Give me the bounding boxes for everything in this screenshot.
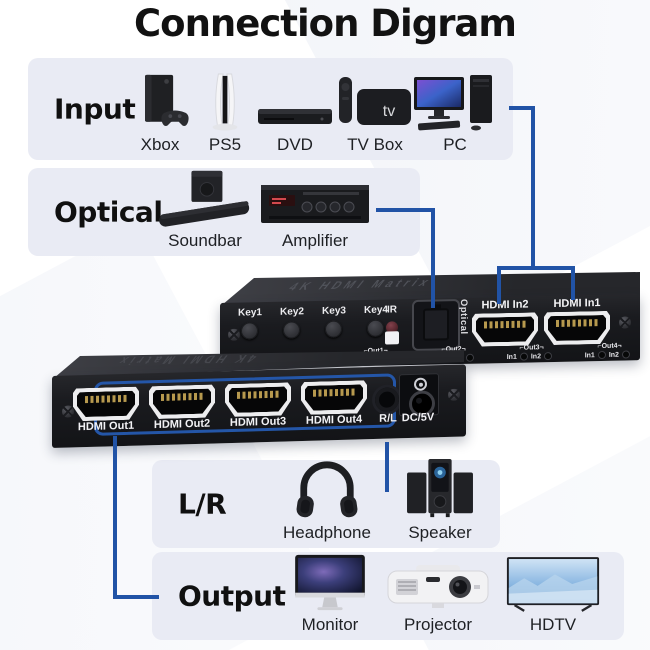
ps5-icon <box>206 72 244 133</box>
item-amplifier: Amplifier <box>259 177 371 251</box>
lr-section: L/R Headphone <box>152 457 500 548</box>
page-title: Connection Digram <box>134 2 517 45</box>
dvd-player-icon <box>256 99 334 133</box>
item-dvd: DVD <box>250 99 340 155</box>
item-caption: DVD <box>277 135 313 154</box>
xbox-icon <box>129 73 191 133</box>
hdmi-in1-label: HDMI In1 <box>553 297 601 311</box>
matrix-switch-front: 4K HDMI Matrix HDMI Out1 HDMI Out2 HDMI … <box>48 350 468 462</box>
item-caption: Soundbar <box>168 231 242 250</box>
connector-output-horizontal <box>113 595 159 599</box>
amplifier-icon <box>259 177 371 229</box>
device-top-text: 4K HDMI Matrix <box>112 351 261 367</box>
dc-power-jack <box>399 373 439 418</box>
hdmi-out4-port <box>301 380 367 415</box>
projector-icon <box>386 561 490 613</box>
item-pc: PC <box>410 73 500 155</box>
item-projector: Projector <box>386 561 490 635</box>
connector-optical-horizontal <box>376 208 435 212</box>
key1-button <box>241 322 258 340</box>
item-speaker: Speaker <box>400 457 480 543</box>
item-caption: TV Box <box>347 135 403 154</box>
key4-button <box>367 319 384 337</box>
soundbar-icon <box>155 169 255 229</box>
item-caption: PC <box>443 135 467 154</box>
tv-box-icon: tv <box>335 75 415 133</box>
hdmi-out4-label: HDMI Out4 <box>305 413 363 427</box>
hdmi-out1-port <box>73 387 139 422</box>
led-group-out4: ⌐Out4¬ In1 In2 <box>584 342 630 360</box>
pc-icon <box>414 73 496 133</box>
speaker-icon <box>401 457 479 521</box>
connector-rl-vertical <box>385 442 389 492</box>
item-caption: Xbox <box>140 135 180 154</box>
hdmi-out2-port <box>149 384 215 419</box>
in2-label: In2 <box>530 352 541 360</box>
monitor-icon <box>292 553 368 613</box>
connector-optical-vertical <box>431 208 435 308</box>
screw-icon <box>619 316 631 329</box>
hdmi-out1-label: HDMI Out1 <box>77 419 135 434</box>
led-group-out3: ⌐Out3¬ In1 In2 <box>507 344 552 361</box>
item-caption: PS5 <box>208 135 242 154</box>
hdtv-icon <box>505 555 601 613</box>
key2-button <box>283 321 300 339</box>
item-caption: Speaker <box>408 523 472 542</box>
hdmi-in2-label: HDMI In2 <box>481 298 529 312</box>
item-xbox: Xbox <box>115 73 205 155</box>
item-headphone: Headphone <box>282 459 372 543</box>
item-caption: HDTV <box>529 615 577 634</box>
screw-icon <box>228 328 240 341</box>
item-soundbar: Soundbar <box>153 169 257 251</box>
key3-label: Key3 <box>322 305 346 317</box>
item-monitor: Monitor <box>291 553 369 635</box>
optical-section: Optical Soundbar <box>28 168 420 256</box>
key1-label: Key1 <box>238 307 262 319</box>
hdmi-out2-label: HDMI Out2 <box>153 417 211 432</box>
led-indicator <box>519 352 528 361</box>
out4-label: ⌐Out4¬ <box>597 342 622 351</box>
input-section: Input Xbox <box>28 58 513 160</box>
led-indicator <box>621 350 630 359</box>
item-caption: Monitor <box>301 615 359 634</box>
connector-output-vertical <box>113 436 117 599</box>
connector-pc-vertical <box>531 106 535 270</box>
item-caption: Projector <box>403 615 473 634</box>
lr-label: L/R <box>178 487 227 521</box>
key3-button <box>325 320 342 338</box>
dc-label: DC/5V <box>401 411 435 425</box>
input-label: Input <box>54 92 136 126</box>
item-caption: Amplifier <box>281 231 349 250</box>
output-label: Output <box>178 579 286 613</box>
in2-label: In2 <box>608 351 619 359</box>
item-caption: Headphone <box>283 523 371 542</box>
optical-port-label: Optical <box>458 298 469 335</box>
key2-label: Key2 <box>280 306 304 318</box>
item-ps5: PS5 <box>180 72 270 155</box>
out3-label: ⌐Out3¬ <box>519 344 544 352</box>
hdmi-out3-port <box>225 382 291 417</box>
connector-hdmi-in-bracket <box>497 266 575 270</box>
in1-label: In1 <box>584 351 595 359</box>
ir-label: IR <box>387 304 397 316</box>
in1-label: In1 <box>506 353 517 361</box>
screw-icon <box>448 388 460 401</box>
connector-to-hdmi-in2 <box>497 266 501 304</box>
led-indicator <box>543 352 552 361</box>
hdmi-out3-label: HDMI Out3 <box>229 415 287 430</box>
item-tvbox: tv TV Box <box>330 75 420 155</box>
optical-port <box>412 298 460 351</box>
item-hdtv: HDTV <box>503 555 603 635</box>
ir-receiver-icon <box>385 321 399 344</box>
device-top-text: 4K HDMI Matrix <box>285 276 436 294</box>
connector-pc-horizontal <box>509 106 535 110</box>
output-section: Output Monitor <box>152 552 624 640</box>
headphone-icon <box>292 459 362 521</box>
hdmi-in2-port <box>472 312 538 346</box>
connector-to-hdmi-in1 <box>571 266 575 300</box>
tvbox-tv-text: tv <box>383 103 395 120</box>
led-indicator <box>597 350 606 360</box>
hdmi-in1-port <box>544 311 610 345</box>
optical-label: Optical <box>54 195 163 229</box>
